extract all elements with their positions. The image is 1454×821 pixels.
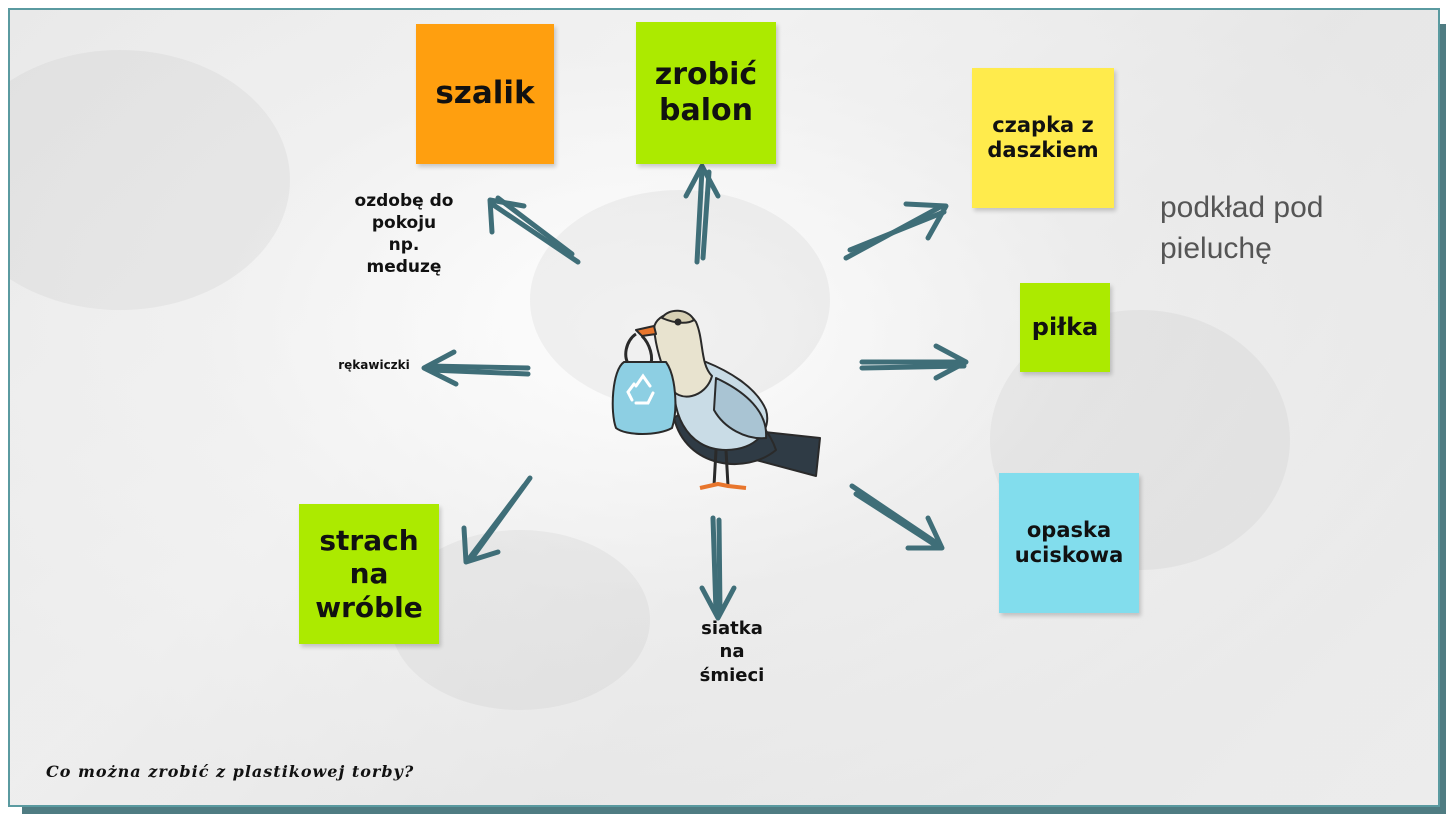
label-siatka: siatka na śmieci: [684, 617, 780, 687]
note-strach-line1: strach: [319, 523, 419, 557]
note-szalik: szalik: [416, 24, 554, 164]
extra-text-podklad: podkład pod pieluchę: [1160, 188, 1323, 269]
arrow-right: [859, 343, 969, 381]
note-pilka-text: piłka: [1031, 313, 1099, 342]
note-balon-line1: zrobić: [654, 57, 758, 92]
note-szalik-text: szalik: [435, 75, 535, 112]
arrow-up: [683, 163, 721, 265]
note-opaska-line2: uciskowa: [1014, 543, 1124, 567]
note-strach-line2: na: [349, 557, 389, 591]
label-siatka-line2: na: [719, 641, 745, 663]
note-strach-line3: wróble: [315, 590, 423, 624]
arrow-upper-right: [843, 201, 949, 261]
label-ozdobe-line3: np.: [388, 235, 420, 256]
note-opaska: opaska uciskowa: [999, 473, 1139, 613]
label-siatka-line3: śmieci: [699, 664, 765, 686]
arrow-upper-left: [487, 195, 581, 265]
label-rekawiczki: rękawiczki: [326, 358, 422, 374]
seagull-with-recycling-bag-icon: [611, 309, 821, 490]
slide-caption: Co można zrobić z plastikowej torby?: [46, 762, 415, 781]
arrow-down: [699, 515, 737, 621]
label-ozdobe: ozdobę do pokoju np. meduzę: [346, 190, 462, 278]
background-stain: [10, 50, 290, 310]
arrow-lower-left: [461, 475, 533, 565]
label-ozdobe-line1: ozdobę do: [354, 191, 454, 211]
label-rekawiczki-text: rękawiczki: [338, 358, 410, 372]
extra-text-line2: pieluchę: [1160, 231, 1272, 265]
label-ozdobe-line2: pokoju: [371, 213, 437, 234]
note-czapka-line1: czapka z: [992, 112, 1094, 137]
note-pilka: piłka: [1020, 283, 1110, 372]
note-czapka: czapka z daszkiem: [972, 68, 1114, 208]
recycle-icon: [626, 373, 655, 405]
note-czapka-line2: daszkiem: [987, 138, 1099, 162]
extra-text-line1: podkład pod: [1160, 191, 1324, 224]
note-balon-line2: balon: [659, 93, 753, 128]
label-ozdobe-line4: meduzę: [366, 257, 442, 278]
note-opaska-line1: opaska: [1026, 517, 1112, 542]
note-zrobic-balon: zrobić balon: [636, 22, 776, 164]
arrow-lower-right: [849, 483, 945, 551]
note-strach-na-wroble: strach na wróble: [299, 504, 439, 644]
label-siatka-line1: siatka: [701, 618, 763, 639]
arrow-left: [421, 349, 531, 387]
